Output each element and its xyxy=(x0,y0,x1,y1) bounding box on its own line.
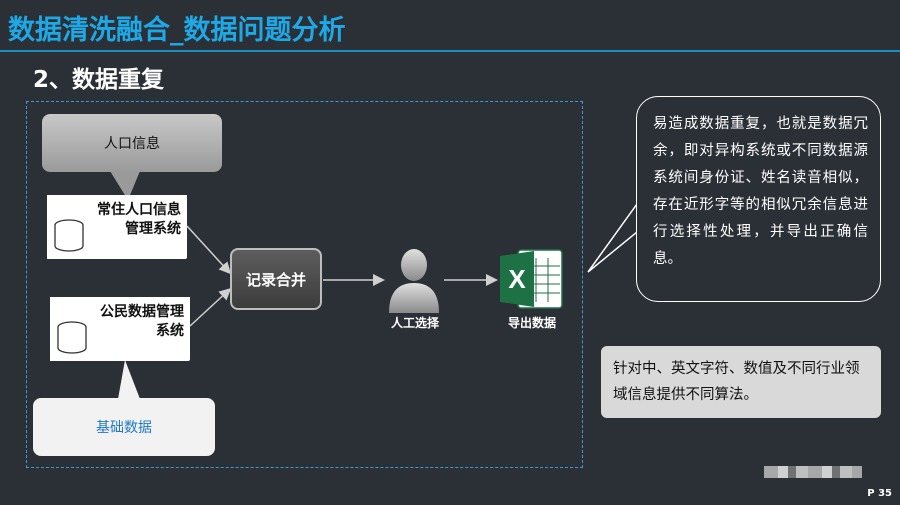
title-divider xyxy=(0,50,900,52)
doc-resident-system: 常住人口信息 管理系统 xyxy=(47,195,187,259)
diagram-frame xyxy=(26,101,583,468)
doc-citizen-system: 公民数据管理 系统 xyxy=(50,297,190,361)
callout-people-info: 人口信息 xyxy=(42,114,222,172)
person-icon xyxy=(389,249,439,313)
blurred-watermark xyxy=(764,466,862,478)
callout-base-data: 基础数据 xyxy=(33,398,215,456)
excel-icon: X xyxy=(500,249,563,309)
page-number: P 35 xyxy=(867,488,892,499)
excel-letter: X xyxy=(508,264,526,294)
arrow-doc-a-to-merge xyxy=(186,225,232,275)
callout-people-tail xyxy=(110,171,140,200)
doc-b-line2: 系统 xyxy=(156,323,184,339)
speech-bubble-description: 易造成数据重复，也就是数据冗余，即对异构系统或不同数据源系统间身份证、姓名读音相… xyxy=(636,96,881,302)
arrow-doc-b-to-merge xyxy=(189,287,232,327)
slide-title: 数据清洗融合_数据问题分析 xyxy=(8,15,346,46)
doc-a-line2: 管理系统 xyxy=(125,221,181,237)
export-data-label: 导出数据 xyxy=(507,316,556,330)
doc-a-line1: 常住人口信息 xyxy=(97,202,181,218)
database-icon xyxy=(57,321,87,354)
manual-select-label: 人工选择 xyxy=(390,316,439,330)
speech-tail xyxy=(587,201,638,273)
callout-base-tail xyxy=(118,360,140,399)
database-icon xyxy=(54,219,84,252)
doc-b-line1: 公民数据管理 xyxy=(100,304,184,320)
algorithm-note: 针对中、英文字符、数值及不同行业领域信息提供不同算法。 xyxy=(601,346,881,418)
merge-record-box: 记录合并 xyxy=(230,248,322,310)
section-title: 2、数据重复 xyxy=(33,67,165,93)
